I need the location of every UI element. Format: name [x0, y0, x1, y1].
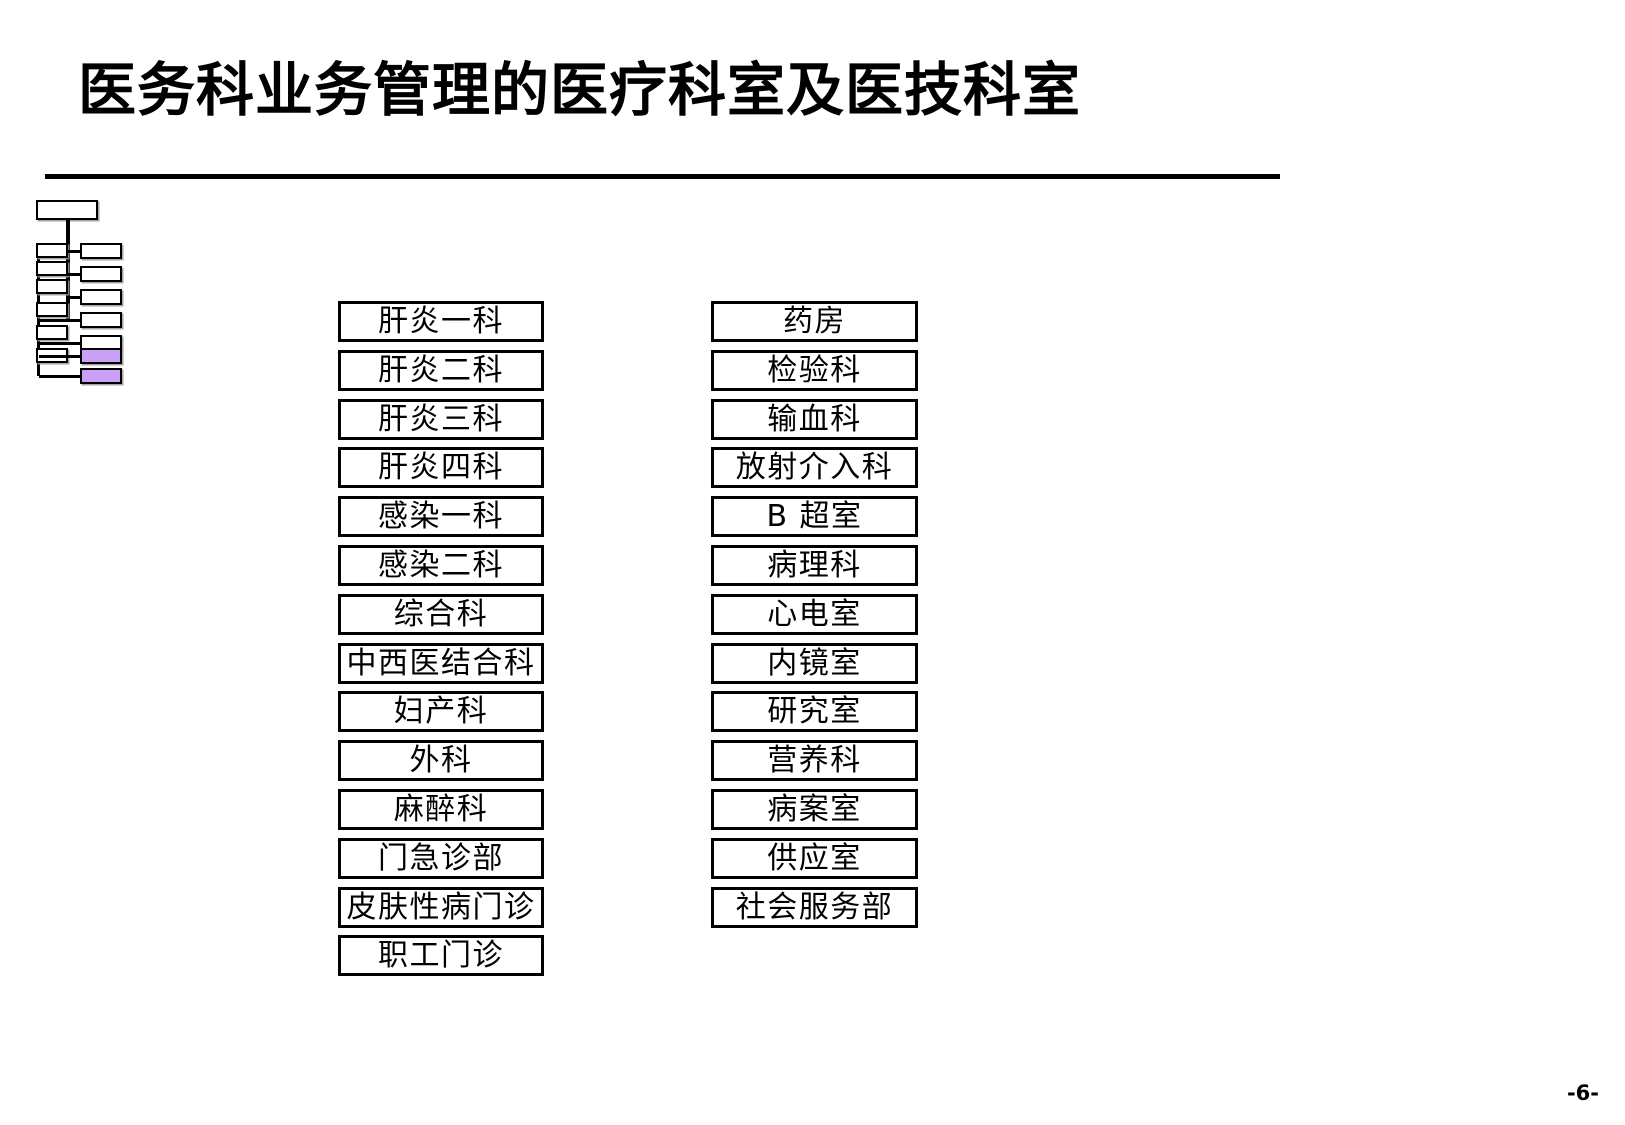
- department-box[interactable]: 麻醉科: [338, 789, 544, 830]
- department-label: 研究室: [767, 693, 862, 729]
- department-box[interactable]: 放射介入科: [711, 447, 918, 488]
- department-label: 妇产科: [393, 693, 489, 729]
- department-box[interactable]: 供应室: [711, 838, 918, 879]
- department-label: 肝炎三科: [378, 401, 504, 437]
- thumbnail-connector: [39, 319, 82, 322]
- department-box[interactable]: 感染二科: [338, 545, 544, 586]
- department-label: 麻醉科: [393, 791, 489, 827]
- department-box[interactable]: 肝炎三科: [338, 399, 544, 440]
- page-number: -6-: [1566, 1081, 1599, 1105]
- thumbnail-connector: [68, 273, 82, 276]
- thumbnail-connector: [39, 355, 82, 358]
- department-box[interactable]: 感染一科: [338, 496, 544, 537]
- department-label: 感染一科: [378, 498, 504, 534]
- department-box[interactable]: 妇产科: [338, 691, 544, 732]
- department-label: 肝炎二科: [378, 352, 504, 388]
- department-label: 检验科: [767, 352, 862, 388]
- thumbnail-root-box: [36, 200, 98, 220]
- department-box[interactable]: 研究室: [711, 691, 918, 732]
- department-box[interactable]: 社会服务部: [711, 887, 918, 928]
- department-label: 内镜室: [767, 645, 862, 681]
- department-label: 肝炎一科: [378, 303, 504, 339]
- thumbnail-stub-box: [36, 325, 68, 340]
- thumbnail-child-box-highlighted: [80, 368, 122, 384]
- department-box[interactable]: 心电室: [711, 594, 918, 635]
- thumbnail-child-box: [80, 312, 122, 328]
- department-box[interactable]: 中西医结合科: [338, 643, 544, 684]
- department-label: B 超室: [766, 498, 863, 534]
- department-label: 外科: [409, 742, 473, 778]
- department-label: 肝炎四科: [378, 449, 504, 485]
- thumbnail-child-box: [80, 266, 122, 282]
- thumbnail-connector: [39, 342, 82, 345]
- department-box[interactable]: B 超室: [711, 496, 918, 537]
- org-chart-thumbnail: [30, 198, 145, 388]
- department-box[interactable]: 内镜室: [711, 643, 918, 684]
- department-label: 感染二科: [378, 547, 504, 583]
- department-box[interactable]: 综合科: [338, 594, 544, 635]
- department-box[interactable]: 职工门诊: [338, 935, 544, 976]
- department-label: 药房: [783, 303, 846, 339]
- page-title: 医务科业务管理的医疗科室及医技科室: [78, 56, 1082, 124]
- department-box[interactable]: 外科: [338, 740, 544, 781]
- department-label: 职工门诊: [378, 937, 504, 973]
- department-box[interactable]: 皮肤性病门诊: [338, 887, 544, 928]
- title-divider: [45, 174, 1280, 179]
- thumbnail-connector: [39, 375, 82, 378]
- department-box[interactable]: 输血科: [711, 399, 918, 440]
- thumbnail-stub-box: [36, 279, 68, 294]
- thumbnail-stub-box: [36, 261, 68, 276]
- department-label: 放射介入科: [735, 449, 894, 485]
- department-label: 心电室: [767, 596, 862, 632]
- department-box[interactable]: 营养科: [711, 740, 918, 781]
- thumbnail-connector: [68, 296, 82, 299]
- thumbnail-trunk-line: [66, 218, 70, 322]
- department-box[interactable]: 肝炎一科: [338, 301, 544, 342]
- department-label: 皮肤性病门诊: [346, 889, 536, 925]
- thumbnail-child-box-highlighted: [80, 348, 122, 364]
- department-label: 中西医结合科: [346, 645, 536, 681]
- department-label: 病理科: [767, 547, 862, 583]
- department-box[interactable]: 肝炎二科: [338, 350, 544, 391]
- thumbnail-stub-box: [36, 243, 68, 258]
- department-label: 病案室: [767, 791, 862, 827]
- department-box[interactable]: 药房: [711, 301, 918, 342]
- department-label: 门急诊部: [378, 840, 504, 876]
- department-label: 输血科: [767, 401, 862, 437]
- department-box[interactable]: 病案室: [711, 789, 918, 830]
- thumbnail-stub-box: [36, 302, 68, 317]
- thumbnail-connector: [68, 250, 82, 253]
- department-box[interactable]: 病理科: [711, 545, 918, 586]
- department-box[interactable]: 门急诊部: [338, 838, 544, 879]
- thumbnail-child-box: [80, 243, 122, 259]
- department-label: 社会服务部: [735, 889, 894, 925]
- department-box[interactable]: 肝炎四科: [338, 447, 544, 488]
- department-box[interactable]: 检验科: [711, 350, 918, 391]
- department-label: 供应室: [767, 840, 862, 876]
- department-label: 综合科: [393, 596, 489, 632]
- department-label: 营养科: [767, 742, 862, 778]
- thumbnail-child-box: [80, 289, 122, 305]
